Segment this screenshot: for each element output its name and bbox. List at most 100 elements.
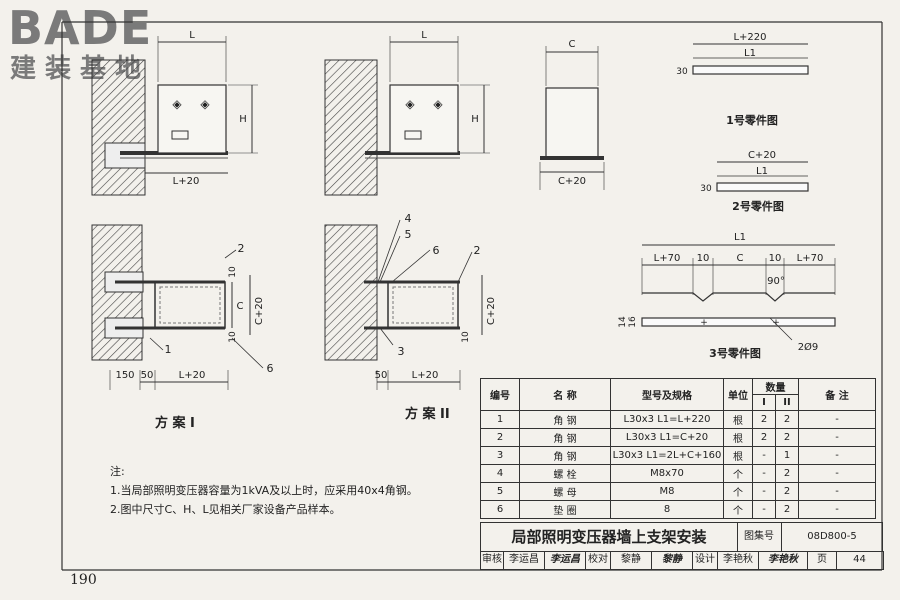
plan1-label: 方 案 I [155,416,195,431]
dim-10: 10 [769,253,782,264]
leader [457,251,473,283]
wall-bracket-embed [104,142,146,169]
leader [377,219,401,283]
bom-spec: M8x70 [610,464,724,483]
dim-10: 10 [697,253,710,264]
dim-30: 30 [700,184,712,194]
note-item: 1.当局部照明变压器容量为1kVA及以上时，应采用40x4角钢。 [110,484,418,497]
dim-L: L [189,30,195,41]
atlas-number: 08D800-5 [782,522,883,552]
base-frame [159,286,221,324]
dim-16: 16 [628,316,638,328]
bom-row: 4 螺 栓 M8x70 个 - 2 - [480,464,876,483]
bom-unit: 个 [723,464,753,483]
bom-q2: 2 [775,464,799,483]
bom-no: 5 [480,482,520,501]
bom-q1: - [752,500,776,519]
bom-header-unit: 单位 [723,378,753,411]
dim-10: 10 [461,331,471,343]
callout-3: 3 [398,345,405,358]
wall-section [324,224,378,361]
bom-q1: - [752,482,776,501]
bom-name: 螺 母 [519,482,611,501]
dim-14: 14 [618,316,628,328]
bom-row: 5 螺 母 M8 个 - 2 - [480,482,876,501]
dim-Lp20: L+20 [179,370,206,381]
bom-header-name: 名 称 [519,378,611,411]
checker-name: 黎静 [611,551,652,569]
dim-hole: 2Ø9 [798,341,819,353]
transformer-body [389,84,459,154]
bom-no: 1 [480,410,520,429]
leader [231,337,264,369]
bom-q1: 2 [752,428,776,447]
part1-label: 1号零件图 [726,113,778,127]
bom-name: 垫 圈 [519,500,611,519]
bom-q1: - [752,446,776,465]
bom-remark: - [798,500,876,519]
bom-q2: 2 [775,410,799,429]
terminal-mark: ◈ [433,97,443,111]
plan2-elevation: ◈ ◈ L H [324,30,490,196]
bom-name: 螺 栓 [519,464,611,483]
bom-remark: - [798,464,876,483]
signature-row: 审核 李运昌 李运昌 校对 黎静 黎静 设计 李艳秋 李艳秋 页 44 [480,551,884,570]
nameplate [171,130,189,140]
bom-q1: 2 [752,410,776,429]
side-view: C C+20 [539,39,605,190]
dim-10: 10 [228,331,238,343]
bom-header-no: 编号 [480,378,520,411]
bolt-hole-mark: + [772,318,780,328]
design-label: 设计 [693,551,718,569]
bom-no: 2 [480,428,520,447]
bom-header-qty: 数量 [752,378,799,395]
logo-brand: BADE [8,1,153,55]
dim-Lp220: L+220 [733,32,766,43]
dim-L1: L1 [744,48,756,59]
dim-L: L [421,30,427,41]
part3-drawing: L1 L+70 10 C 10 L+70 90° + + 14 16 2Ø9 3… [618,232,836,360]
dim-L1: L1 [756,166,768,177]
angle-steel-part2 [716,182,809,192]
bolt-hole-mark: + [700,318,708,328]
reviewer-name: 李运昌 [504,551,545,569]
leader [149,337,164,351]
bill-of-materials: 编号 名 称 型号及规格 单位 数量 备 注 I II 1 角 钢 L30x3 … [480,378,876,519]
dim-150: 150 [115,370,134,381]
dim-Cp20: C+20 [558,176,586,187]
callout-2: 2 [238,242,245,255]
plan1-plan-view: 150 50 L+20 C C+20 10 10 2 1 6 [91,224,274,390]
bom-header-spec: 型号及规格 [610,378,724,411]
callout-4: 4 [405,212,412,225]
callout-6: 6 [267,362,274,375]
bom-unit: 个 [723,500,753,519]
plan2-label: 方 案 II [405,407,450,422]
bom-spec: L30x3 L1=2L+C+160 [610,446,724,465]
wall-section [324,59,378,196]
page-number: 190 [70,572,97,588]
bom-q2: 2 [775,428,799,447]
part2-label: 2号零件图 [732,199,784,213]
atlas-label: 图集号 [737,522,782,552]
transformer-side [545,87,599,159]
bom-spec: M8 [610,482,724,501]
designer-name: 李艳秋 [718,551,759,569]
dim-10: 10 [228,266,238,278]
designer-signature: 李艳秋 [759,551,808,569]
dim-30: 30 [676,67,688,77]
plan1-elevation: ◈ ◈ L H L+20 [91,30,258,196]
leader [391,249,431,283]
bom-q2: 2 [775,500,799,519]
callout-1: 1 [165,343,172,356]
bom-name: 角 钢 [519,410,611,429]
dim-50: 50 [375,370,388,381]
plan2-plan-view: 50 L+20 C+20 10 4 5 6 2 3 [324,212,497,390]
dim-C: C [569,39,576,50]
bom-name: 角 钢 [519,446,611,465]
dim-Lp70: L+70 [654,253,681,264]
bom-header-q1: I [752,394,776,411]
review-label: 审核 [481,551,504,569]
page-label: 页 [808,551,837,569]
bom-name: 角 钢 [519,428,611,447]
